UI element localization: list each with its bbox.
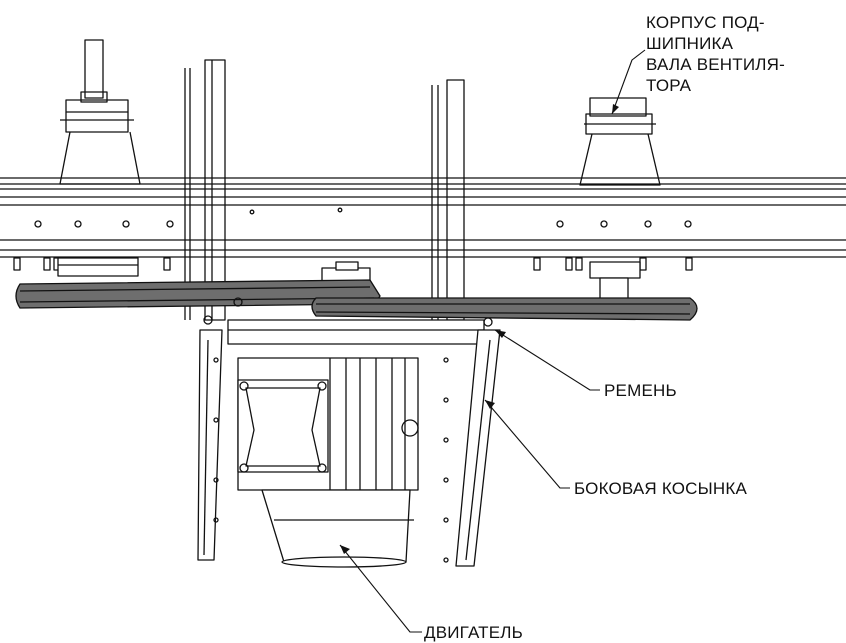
leader-lines — [339, 49, 646, 633]
frame-channel-right — [431, 79, 465, 321]
callout-bearing-housing-line-4: ТОРА — [646, 76, 692, 95]
bearing-housing-left — [59, 39, 141, 185]
side-gusset-left — [197, 329, 223, 561]
callout-bearing-housing-line-3: ВАЛА ВЕНТИЛЯ- — [646, 55, 785, 74]
motor-mount-plate — [203, 297, 493, 345]
callout-bearing-housing: КОРПУС ПОД- ШИПНИКА ВАЛА ВЕНТИЛЯ- ТОРА — [646, 12, 785, 96]
callout-belt: РЕМЕНЬ — [604, 381, 677, 400]
sheave-right — [589, 261, 641, 301]
belt-right — [311, 297, 698, 321]
bearing-housing-right — [579, 97, 661, 186]
frame-channel-left — [184, 59, 226, 321]
sheave-left — [57, 257, 139, 277]
motor-body — [237, 357, 419, 568]
callout-bearing-housing-line-1: КОРПУС ПОД- — [646, 13, 765, 32]
callout-motor: ДВИГАТЕЛЬ — [424, 623, 523, 642]
side-gusset-right — [455, 329, 501, 567]
channel-holes — [213, 357, 449, 563]
support-beam — [0, 177, 846, 258]
callout-bearing-housing-line-2: ШИПНИКА — [646, 34, 734, 53]
callout-side-gusset: БОКОВАЯ КОСЫНКА — [574, 479, 748, 498]
